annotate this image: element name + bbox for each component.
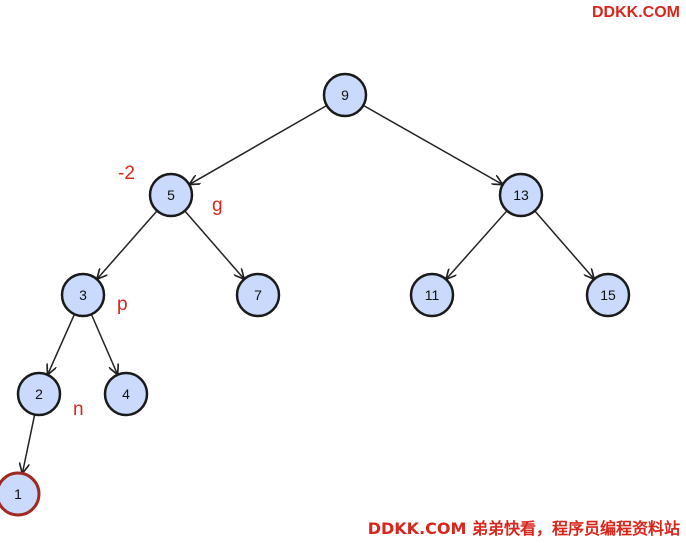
tree-node-11: 11 <box>409 272 455 318</box>
edge-n3-n2 <box>48 313 76 374</box>
tree-node-15: 15 <box>585 272 631 318</box>
edge-n5-n7 <box>184 210 244 279</box>
node-circle <box>16 371 62 417</box>
node-label: 7 <box>254 287 262 303</box>
node-circle <box>585 272 631 318</box>
edge-n9-n13 <box>362 104 502 184</box>
annotation-p: p <box>117 294 128 315</box>
tree-node-9: 9 <box>322 72 368 118</box>
node-circle <box>0 471 41 517</box>
annotations-layer: -2 g p n <box>73 163 223 420</box>
node-label: 3 <box>79 287 87 303</box>
watermark-bottom: DDKK.COM 弟弟快看，程序员编程资料站 <box>367 519 680 538</box>
annotation-g: g <box>212 195 223 216</box>
edge-n5-n3 <box>98 210 158 279</box>
tree-node-3: 3 <box>60 272 106 318</box>
edge-n13-n11 <box>447 210 508 279</box>
node-circle <box>60 272 106 318</box>
tree-node-2: 2 <box>16 371 62 417</box>
node-label: 15 <box>600 287 616 303</box>
annotation-n: n <box>73 399 84 420</box>
edge-n13-n15 <box>534 210 594 279</box>
node-circle <box>498 172 544 218</box>
node-circle <box>409 272 455 318</box>
edges-layer <box>23 104 594 473</box>
edge-n9-n5 <box>190 104 328 184</box>
edge-n3-n4 <box>90 313 117 374</box>
node-label: 4 <box>122 386 130 402</box>
edge-n2-n1 <box>23 414 36 473</box>
node-label: 13 <box>513 187 529 203</box>
tree-node-5: 5 <box>148 172 194 218</box>
node-label: 11 <box>425 287 440 303</box>
nodes-layer: 9 5 13 3 7 11 15 2 4 1 <box>0 72 631 517</box>
tree-node-13: 13 <box>498 172 544 218</box>
tree-node-4: 4 <box>103 371 149 417</box>
watermark-top: DDKK.COM <box>592 4 680 21</box>
node-circle <box>235 272 281 318</box>
node-circle <box>322 72 368 118</box>
node-circle <box>103 371 149 417</box>
tree-node-1: 1 <box>0 471 41 517</box>
tree-node-7: 7 <box>235 272 281 318</box>
node-label: 2 <box>35 386 43 402</box>
node-circle <box>148 172 194 218</box>
annotation-bf: -2 <box>118 163 135 184</box>
node-label: 1 <box>14 486 22 502</box>
node-label: 9 <box>341 87 349 103</box>
node-label: 5 <box>167 187 175 203</box>
